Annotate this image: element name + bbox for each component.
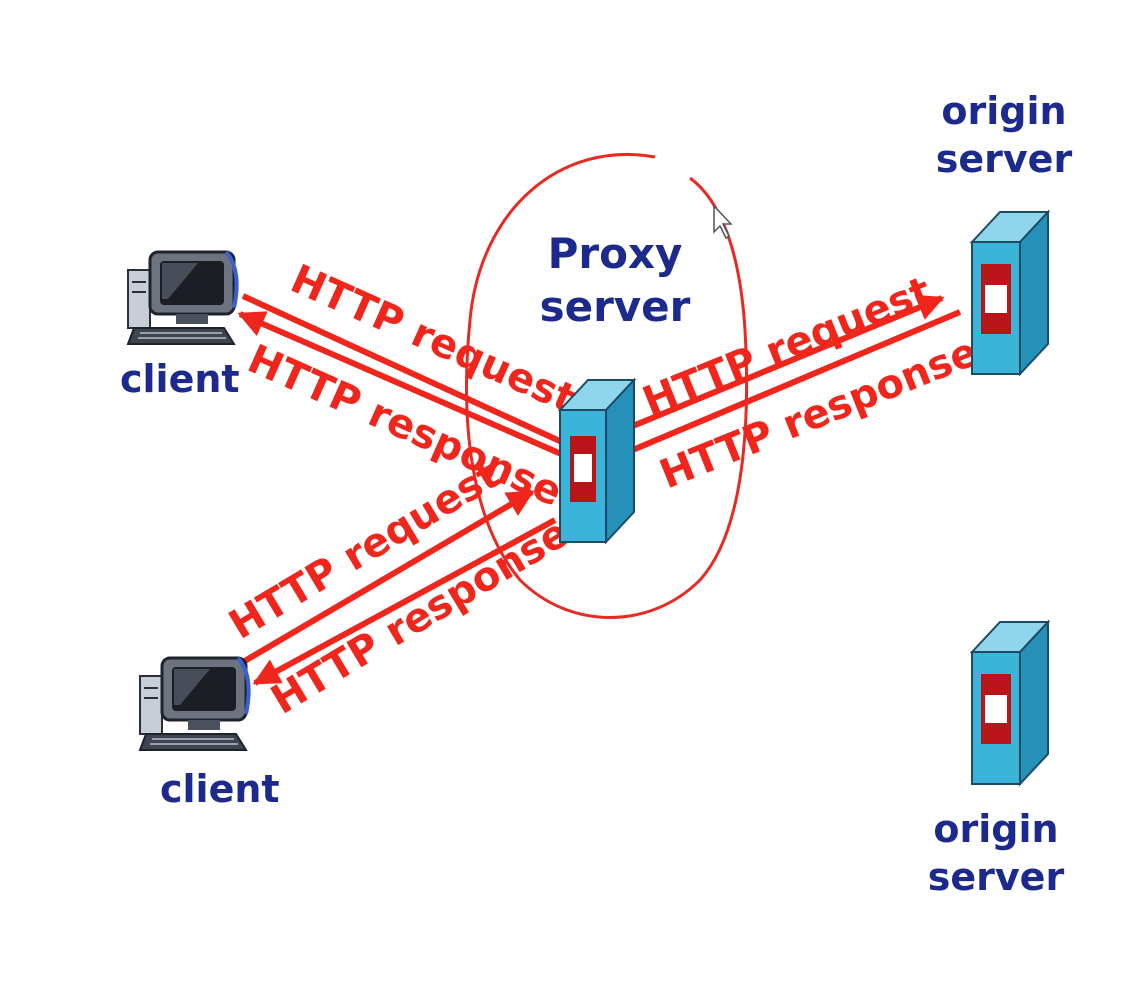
arrow-origin-request: [573, 294, 945, 453]
arrow-client2-request: [241, 489, 535, 665]
client-label-bottom: client: [160, 767, 280, 811]
desktop-computer-icon: [126, 250, 239, 346]
desktop-computer-icon: [138, 656, 251, 752]
origin-bottom-line1: origin: [933, 807, 1059, 851]
arrow-client1-response: [237, 311, 577, 463]
origin-bottom-line2: server: [927, 854, 1065, 899]
proxy-label-line1: Proxy: [547, 229, 683, 278]
client-label-top: client: [120, 357, 240, 401]
proxy-label-line2: server: [539, 281, 691, 331]
mouse-cursor-icon: [713, 204, 733, 240]
origin-server-label-bottom: origin server: [916, 806, 1076, 901]
server-tower-icon: [969, 619, 1051, 787]
msg-client2-request: HTTP request: [221, 451, 507, 648]
origin-server-label-top: origin server: [924, 88, 1084, 183]
proxy-server-label: Proxy server: [520, 228, 710, 333]
server-tower-icon: [557, 377, 637, 545]
arrow-client1-request: [241, 293, 577, 451]
origin-top-line1: origin: [941, 89, 1067, 133]
handdrawn-circle-annotation: [465, 152, 749, 619]
server-tower-icon: [969, 209, 1051, 377]
origin-top-line2: server: [935, 136, 1073, 181]
arrow-origin-response: [588, 309, 962, 471]
arrow-client2-response: [252, 517, 557, 686]
